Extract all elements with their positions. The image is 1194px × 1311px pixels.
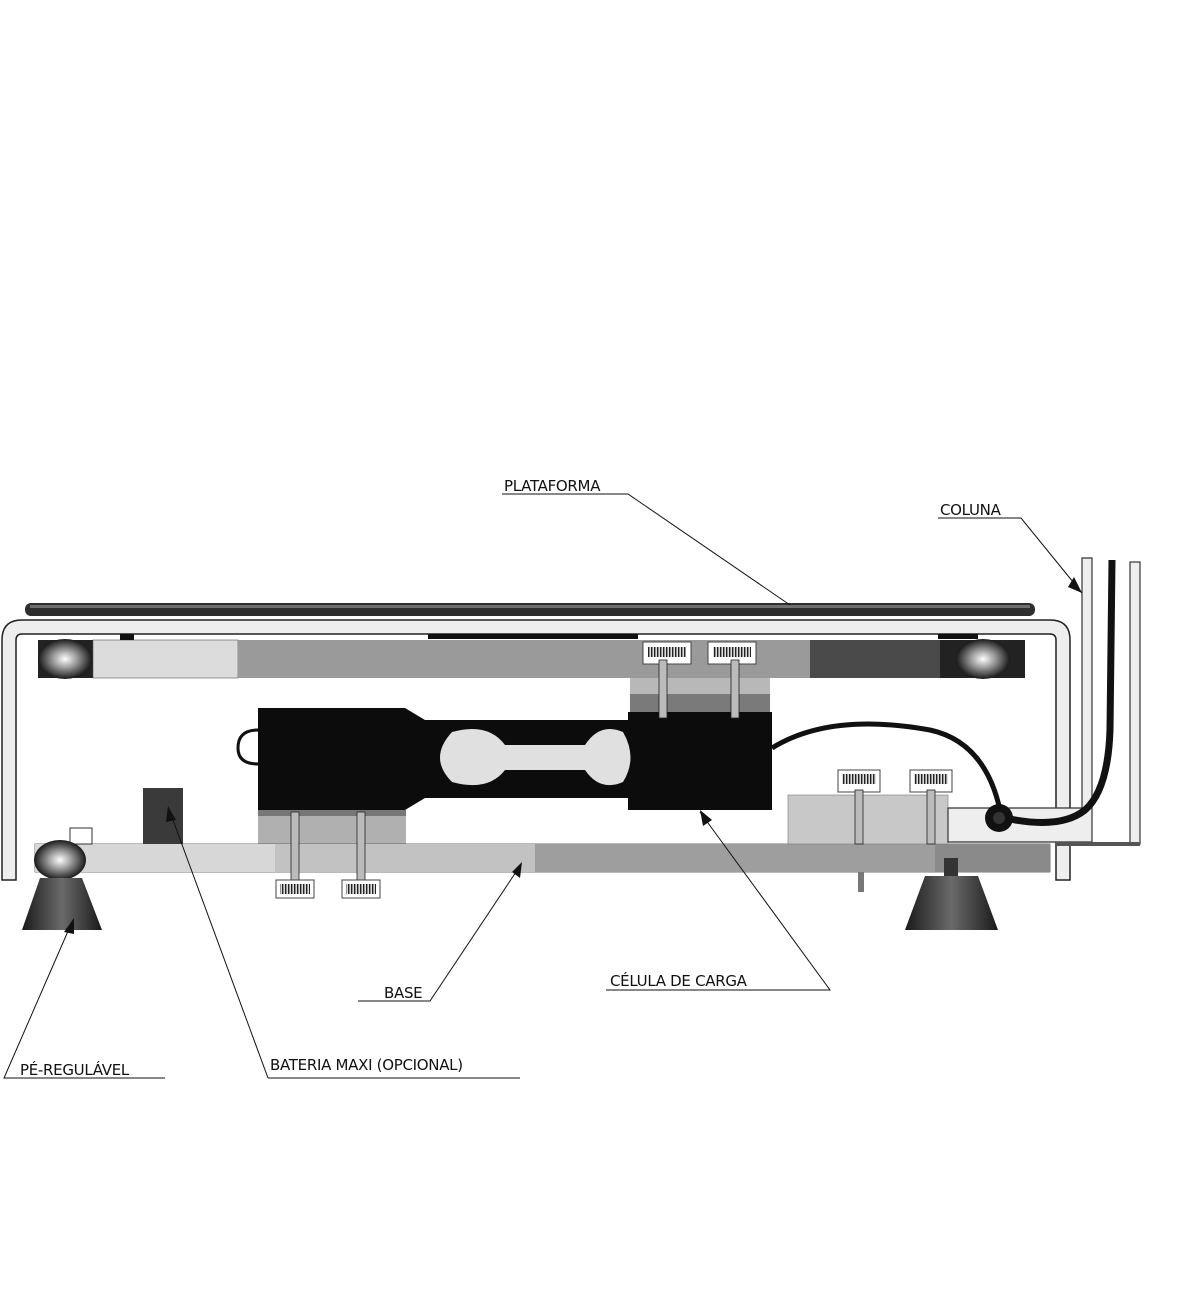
top-nuts [642,641,757,665]
cable [770,559,1116,832]
top-left-ball [38,639,92,679]
base-beam [34,843,1051,873]
upper-beam [38,634,1025,679]
base-stud [69,827,93,845]
load-cell [236,708,772,810]
top-right-ball [956,639,1010,679]
label-coluna: COLUNA [940,501,1002,519]
platform-plate [25,603,1035,616]
lower-bolts [275,811,381,899]
right-mounting-block [787,769,953,845]
label-plataforma: PLATAFORMA [504,477,601,495]
leader-lines [3,493,1083,1079]
housing-frame [1,619,1071,881]
label-base: BASE [384,984,422,1002]
top-bolts [658,659,740,719]
lower-mounting-block [258,810,406,844]
label-bateria: BATERIA MAXI (OPCIONAL) [270,1056,463,1074]
label-pe-regulavel: PÉ-REGULÁVEL [20,1060,130,1079]
label-celula-de-carga: CÉLULA DE CARGA [610,971,748,990]
top-mounting-block [630,678,770,712]
left-foot [22,840,102,930]
right-foot [858,858,998,930]
battery-box [143,788,183,844]
